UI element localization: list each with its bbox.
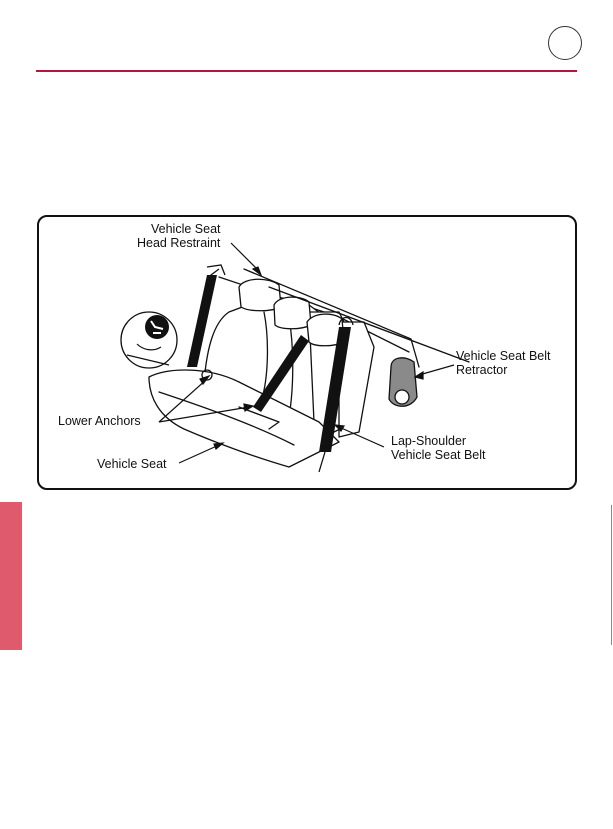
- lap-shoulder-leader: [339, 427, 384, 447]
- head-restraint-middle: [274, 297, 311, 329]
- retractor-leader: [419, 365, 454, 375]
- page-marker-circle: [548, 26, 582, 60]
- label-retractor-line1: Vehicle Seat Belt: [456, 349, 551, 363]
- label-lap-shoulder-line2: Vehicle Seat Belt: [391, 448, 486, 462]
- retractor-spool: [395, 390, 409, 404]
- section-side-tab: [0, 502, 22, 650]
- label-lower-anchors: Lower Anchors: [58, 414, 141, 428]
- label-retractor-line2: Retractor: [456, 363, 551, 377]
- belt-buckle-stalk: [319, 452, 325, 472]
- page-edge-line: [611, 505, 612, 645]
- label-head-restraint-line1: Vehicle Seat: [151, 222, 221, 236]
- label-lap-shoulder: Lap-Shoulder Vehicle Seat Belt: [391, 434, 486, 462]
- label-vehicle-seat: Vehicle Seat: [97, 457, 167, 471]
- vehicle-seat-arrow: [214, 443, 223, 449]
- label-retractor: Vehicle Seat Belt Retractor: [456, 349, 551, 377]
- vehicle-seat-figure: Vehicle Seat Head Restraint Vehicle Seat…: [37, 215, 577, 490]
- label-lap-shoulder-line1: Lap-Shoulder: [391, 434, 486, 448]
- left-belt-anchor: [207, 265, 225, 275]
- head-restraint-leader: [231, 243, 259, 271]
- label-head-restraint: Vehicle Seat Head Restraint: [151, 222, 221, 250]
- vehicle-seat-leader: [179, 445, 219, 463]
- header-rule: [36, 70, 577, 72]
- label-head-restraint-line2: Head Restraint: [137, 236, 221, 250]
- retractor-arrow: [415, 372, 423, 379]
